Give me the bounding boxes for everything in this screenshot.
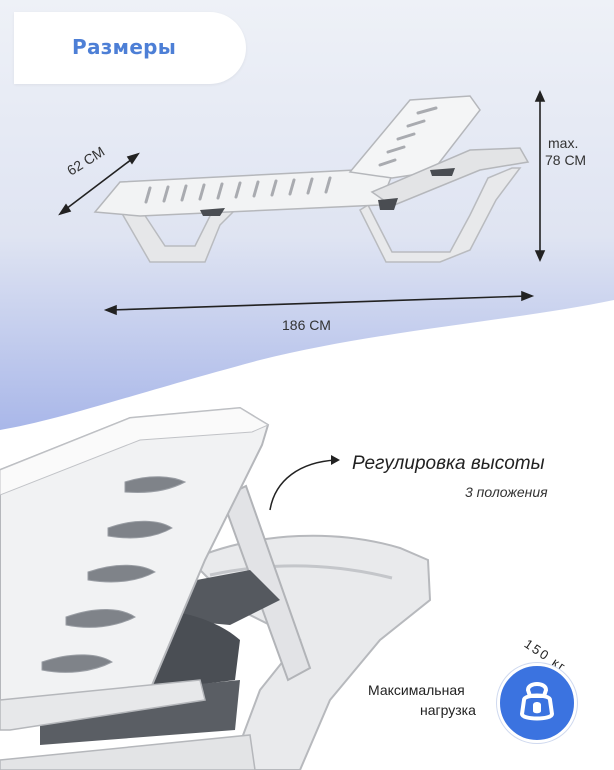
kettlebell-icon [519,682,555,721]
feature-title: Регулировка высоты [352,453,545,474]
page-title: Размеры [72,35,177,59]
curved-arrow-icon [269,455,340,511]
length-label: 186 СМ [282,317,331,333]
height-label-max: max. [548,135,579,151]
feature-subtitle: 3 положения [465,484,548,500]
title-pill [14,12,246,84]
load-label-line2: нагрузка [420,702,476,718]
load-badge [497,663,577,743]
dimensions-panel: Размеры 62 СМ max. 78 СМ 186 СМ [0,0,614,430]
load-label-line1: Максимальная [368,682,465,698]
height-label-value: 78 СМ [545,152,587,168]
lounger-top-image [58,90,546,316]
